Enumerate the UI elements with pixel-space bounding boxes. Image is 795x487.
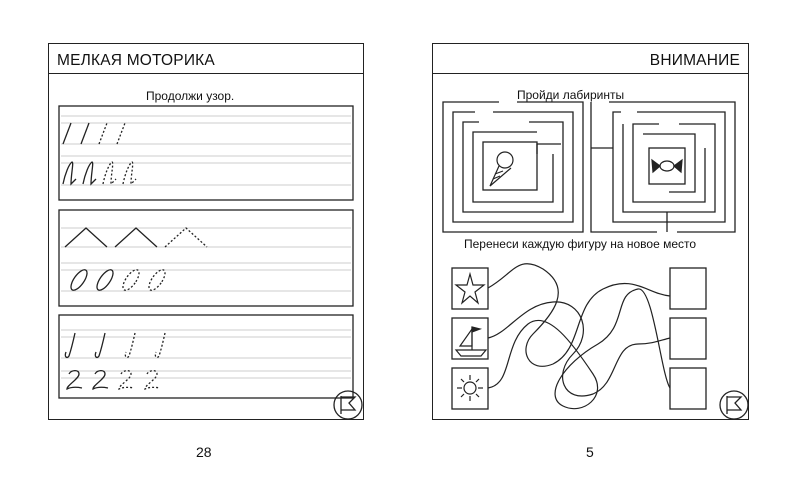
flag-icon	[333, 390, 363, 420]
right-page-exercises	[442, 101, 749, 420]
tangled-lines	[487, 263, 671, 410]
left-page: МЕЛКАЯ МОТОРИКА Продолжи узор.	[48, 43, 364, 420]
flag-icon	[719, 390, 749, 420]
sun-icon	[457, 375, 483, 401]
sailboat-icon	[454, 326, 488, 357]
left-page-exercises	[58, 105, 363, 420]
left-page-number: 28	[196, 444, 212, 460]
figure-box-star[interactable]	[451, 267, 489, 310]
maze-1[interactable]	[442, 101, 584, 233]
target-box-2[interactable]	[669, 317, 707, 360]
maze-2[interactable]	[590, 101, 736, 233]
right-page-title: ВНИМАНИЕ	[649, 52, 740, 69]
slash-stroke-pattern	[62, 122, 126, 145]
loop-stroke-pattern	[62, 161, 137, 186]
target-box-3[interactable]	[669, 367, 707, 410]
left-page-header: МЕЛКАЯ МОТОРИКА	[49, 44, 363, 74]
figure-box-sun[interactable]	[451, 367, 489, 410]
pattern-box-1	[58, 105, 354, 201]
zigzag-pattern	[64, 227, 208, 248]
pattern-box-2	[58, 209, 354, 307]
shapes-instruction: Перенеси каждую фигуру на новое место	[464, 237, 697, 251]
right-page-header: ВНИМАНИЕ	[433, 44, 748, 74]
right-page-number: 5	[586, 444, 594, 460]
right-page: ВНИМАНИЕ Пройди лабиринты Перенеси кажду…	[432, 43, 749, 420]
figure-box-sailboat[interactable]	[451, 317, 489, 360]
candy-icon	[651, 158, 683, 174]
maze-instruction: Пройди лабиринты	[517, 88, 625, 102]
pattern-instruction: Продолжи узор.	[146, 89, 235, 103]
pattern-box-3	[58, 314, 354, 399]
star-icon	[454, 271, 486, 305]
oval-pattern	[70, 269, 166, 291]
ice-cream-icon	[489, 151, 514, 187]
target-box-1[interactable]	[669, 267, 707, 310]
curl-stroke-pattern	[66, 369, 161, 391]
hook-stroke-pattern	[64, 332, 166, 359]
left-page-title: МЕЛКАЯ МОТОРИКА	[57, 52, 215, 69]
